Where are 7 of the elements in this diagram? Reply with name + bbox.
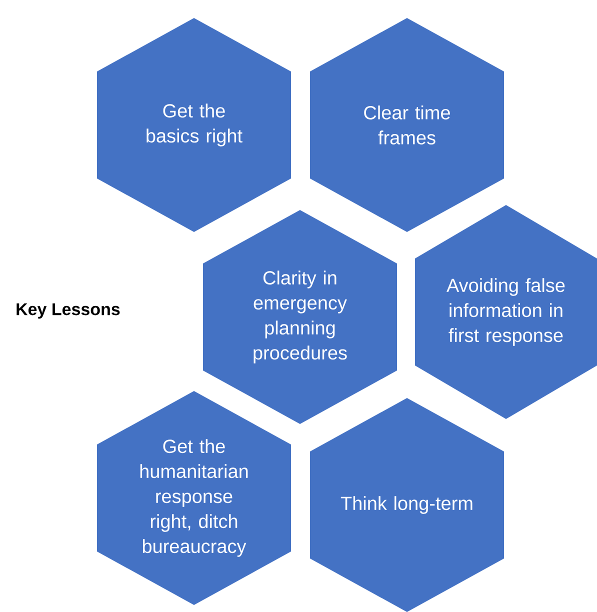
hexagon: Get the humanitarian response right, ditch bureaucracy <box>97 391 291 605</box>
hexagon: Clarity in emergency planning procedures <box>203 210 397 424</box>
hexagon: Get the basics right <box>97 18 291 232</box>
hexagon: Think long-term <box>310 398 504 612</box>
hexagon: Clear time frames <box>310 18 504 232</box>
hexagon: Avoiding false information in first response <box>415 205 597 419</box>
side-label: Key Lessons <box>16 303 120 319</box>
